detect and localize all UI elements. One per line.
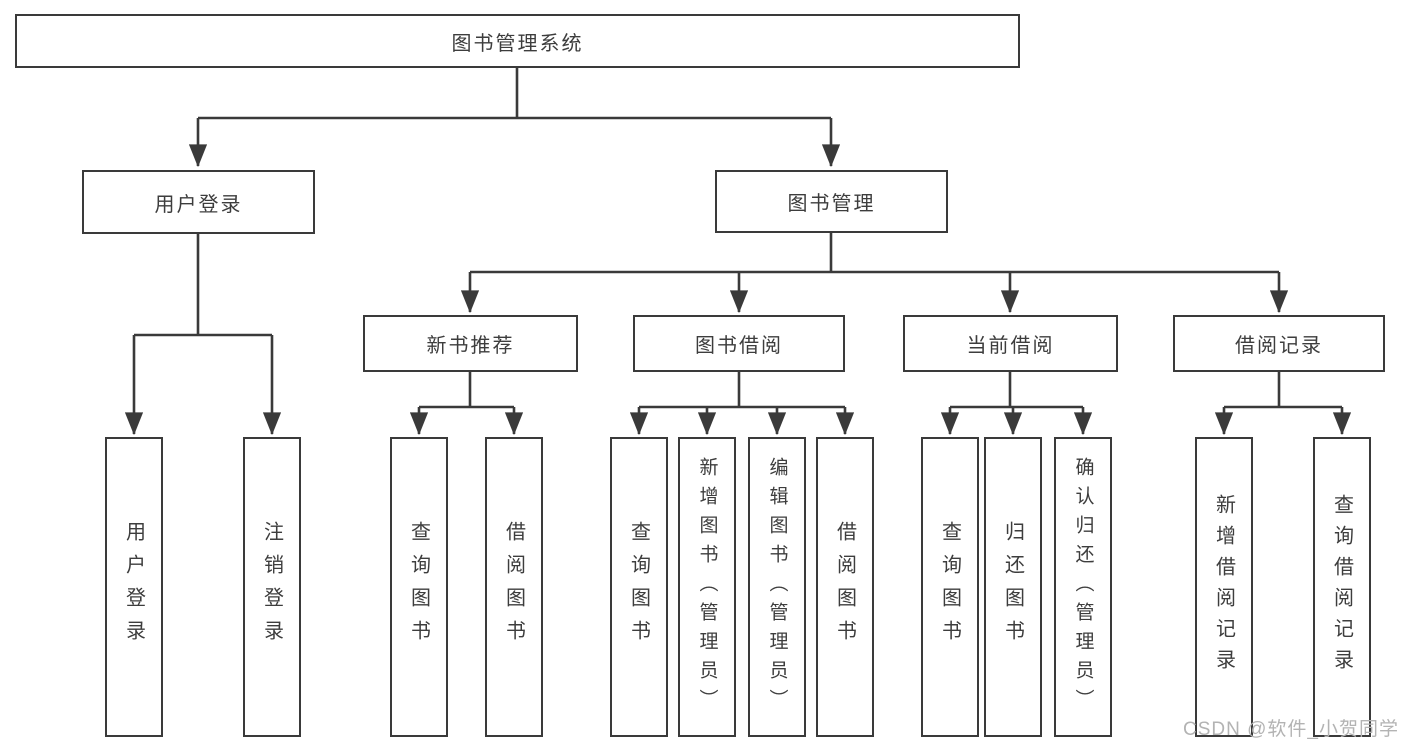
csdn-watermark: CSDN @软件_小贺同学	[1183, 719, 1399, 740]
connector-book-management	[470, 233, 1279, 274]
leaf-add-books-admin: 新增图书（管理员）	[678, 437, 736, 737]
node-label: 当前借阅	[966, 335, 1055, 357]
node-label: 用户登录	[154, 193, 243, 216]
node-current-borrowing: 当前借阅	[903, 315, 1118, 372]
node-label: 用户登录	[122, 521, 145, 653]
connector-current-borrow	[950, 372, 1083, 409]
leaf-return-books: 归还图书	[984, 437, 1042, 737]
node-new-book-recommendation: 新书推荐	[363, 315, 578, 372]
node-label: 借阅图书	[502, 521, 525, 653]
node-label: 新书推荐	[426, 335, 515, 357]
node-label: 查询图书	[407, 521, 430, 653]
node-label: 确认归还（管理员）	[1072, 456, 1094, 718]
node-label: 查询图书	[627, 521, 650, 653]
connector-book-borrow	[639, 372, 845, 409]
leaf-user-login: 用户登录	[105, 437, 163, 737]
leaf-query-books-new: 查询图书	[390, 437, 448, 737]
connector-user-login	[134, 234, 272, 337]
connector-new-books	[419, 372, 514, 409]
node-label: 图书借阅	[695, 335, 783, 357]
node-label: 借阅图书	[833, 521, 856, 653]
leaf-query-borrow-record: 查询借阅记录	[1313, 437, 1371, 737]
leaf-borrow-books-new: 借阅图书	[485, 437, 543, 737]
leaf-borrow-books: 借阅图书	[816, 437, 874, 737]
connector-borrow-records	[1224, 372, 1342, 409]
node-label: 借阅记录	[1235, 335, 1323, 357]
leaf-query-books-borrow: 查询图书	[610, 437, 668, 737]
node-label: 图书管理系统	[451, 32, 584, 55]
node-label: 注销登录	[260, 521, 283, 653]
node-borrowing-records: 借阅记录	[1173, 315, 1385, 372]
node-label: 查询借阅记录	[1330, 494, 1353, 680]
connector-root	[198, 68, 831, 120]
leaf-query-books-current: 查询图书	[921, 437, 979, 737]
leaf-logout: 注销登录	[243, 437, 301, 737]
node-label: 查询图书	[938, 521, 961, 653]
node-book-borrowing: 图书借阅	[633, 315, 845, 372]
node-label: 编辑图书（管理员）	[766, 456, 788, 718]
node-label: 新增图书（管理员）	[696, 456, 718, 718]
node-label: 图书管理	[787, 193, 876, 215]
node-library-management-system: 图书管理系统	[15, 14, 1020, 68]
node-user-login: 用户登录	[82, 170, 315, 234]
leaf-confirm-return-admin: 确认归还（管理员）	[1054, 437, 1112, 737]
leaf-add-borrow-record: 新增借阅记录	[1195, 437, 1253, 737]
node-label: 新增借阅记录	[1212, 494, 1235, 680]
leaf-edit-books-admin: 编辑图书（管理员）	[748, 437, 806, 737]
node-label: 归还图书	[1001, 521, 1024, 653]
node-book-management: 图书管理	[715, 170, 948, 233]
